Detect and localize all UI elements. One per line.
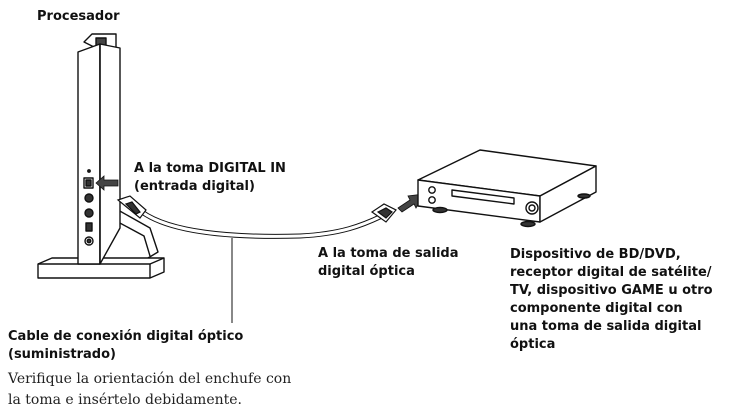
digital-in-arrow [95,175,119,191]
digital-in-label: A la toma DIGITAL IN (entrada digital) [134,160,286,196]
orientation-note-line1: Verifique la orientación del enchufe con [8,371,292,387]
processor-label: Procesador [37,9,120,24]
device-label-line: receptor digital de satélite/ [510,265,712,280]
device-label-line: óptica [510,337,556,352]
cable-label-line2: (suministrado) [8,347,116,362]
optical-out-label: A la toma de salida digital óptica [318,245,458,281]
processor-side-plug [116,195,147,219]
cable-label-line1: Cable de conexión digital óptico [8,329,244,344]
orientation-note-line2: la toma e insértelo debidamente. [8,392,242,408]
device-side-plug [370,203,397,223]
orientation-note: Verifique la orientación del enchufe con… [8,369,291,411]
optical-out-label-line1: A la toma de salida [318,246,459,261]
device-label-line: componente digital con [510,301,683,316]
optical-cable [140,209,388,239]
device-label-line: una toma de salida digital [510,319,702,334]
digital-in-label-line1: A la toma DIGITAL IN [134,161,286,176]
device-label-line: TV, dispositivo GAME u otro [510,283,713,298]
device-label: Dispositivo de BD/DVD, receptor digital … [510,246,713,354]
digital-in-label-line2: (entrada digital) [134,179,255,194]
cable-label: Cable de conexión digital óptico (sumini… [8,328,243,364]
optical-out-label-line2: digital óptica [318,264,415,279]
device-label-line: Dispositivo de BD/DVD, [510,247,681,262]
bd-dvd-device-illustration [417,149,597,228]
processor-illustration [37,33,165,279]
